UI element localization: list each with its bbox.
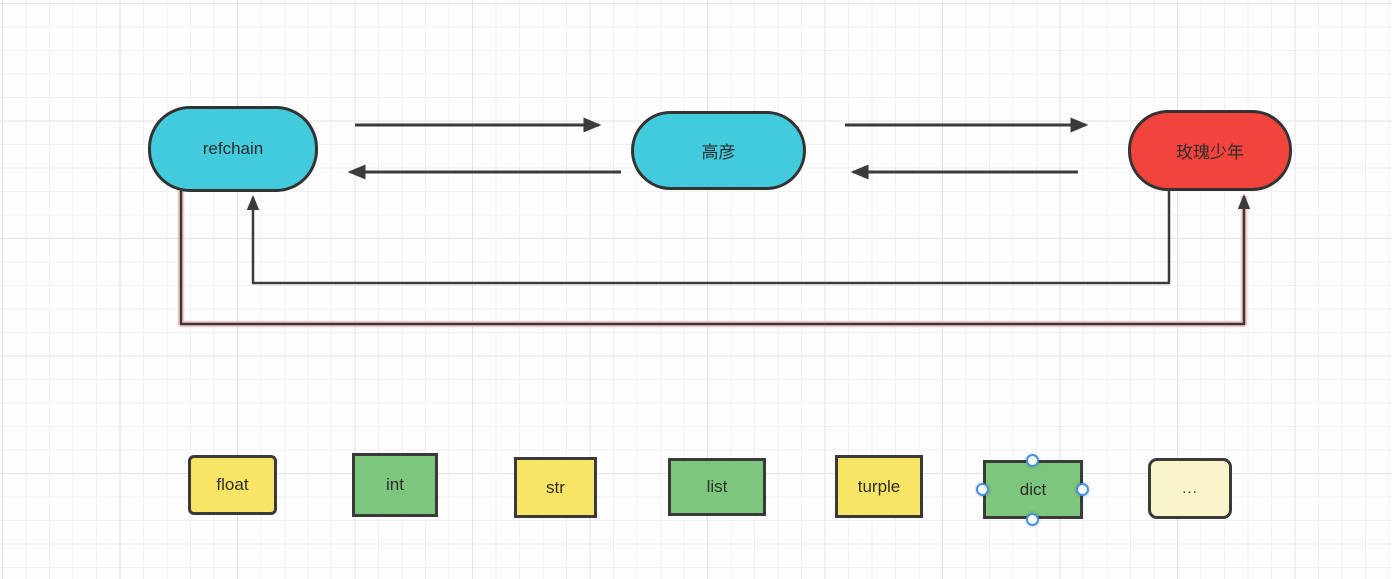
- connection-handle-bottom[interactable]: [1026, 513, 1039, 526]
- type-box-dict-label: dict: [1019, 479, 1047, 499]
- type-box-str-label: str: [546, 477, 565, 497]
- type-box-int-label: int: [386, 475, 404, 494]
- type-box-float-label: float: [216, 475, 249, 494]
- type-box-dict[interactable]: dict: [983, 460, 1083, 519]
- type-box-turple-label: turple: [857, 476, 901, 496]
- connection-handle-left[interactable]: [976, 483, 989, 496]
- type-box-list-label: list: [706, 477, 728, 496]
- connection-handle-top[interactable]: [1026, 454, 1039, 467]
- type-box-str[interactable]: str: [514, 457, 597, 518]
- type-box-list[interactable]: list: [668, 458, 766, 516]
- node-refchain[interactable]: refchain: [148, 106, 318, 192]
- node-gaoyan-label: 高彦: [701, 143, 736, 162]
- type-box-float[interactable]: float: [188, 455, 277, 515]
- node-refchain-label: refchain: [202, 139, 264, 158]
- node-rose[interactable]: 玫瑰少年: [1128, 110, 1292, 191]
- connector-refchain-to-rose-elbow[interactable]: [179, 191, 1251, 326]
- type-box-turple[interactable]: turple: [835, 455, 923, 518]
- connector-refchain-to-rose-elbow-highlight: [177, 191, 1248, 328]
- connector-rose-to-refchain-elbow[interactable]: [246, 191, 1171, 285]
- type-box-int[interactable]: int: [352, 453, 438, 517]
- connection-handle-right[interactable]: [1076, 483, 1089, 496]
- type-box-ellipsis-label: ...: [1182, 480, 1198, 497]
- node-gaoyan[interactable]: 高彦: [631, 111, 806, 190]
- type-box-ellipsis[interactable]: ...: [1148, 458, 1232, 519]
- node-rose-label: 玫瑰少年: [1176, 143, 1244, 162]
